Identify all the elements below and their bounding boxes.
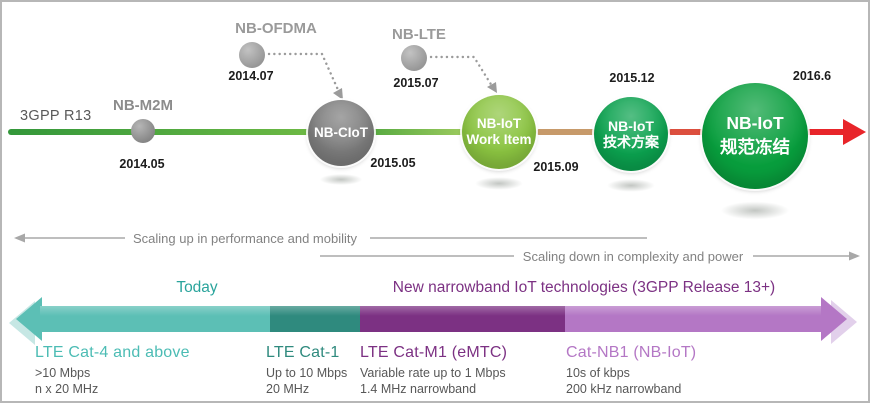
segment-detail-nb1-bandwidth: 200 kHz narrowband — [566, 382, 682, 396]
proposal-label-lte: NB-LTE — [392, 26, 446, 43]
band-segment-cat1 — [270, 306, 360, 332]
segment-detail-catm1-bandwidth: 1.4 MHz narrowband — [360, 382, 477, 396]
milestone-node-ciot: NB-CIoT — [308, 100, 374, 186]
date-ciot: 2015.05 — [370, 156, 416, 170]
segment-name-cat1: LTE Cat-1 — [266, 344, 340, 361]
proposal-dot-ofdma — [239, 42, 265, 68]
dotted-arrow-ofdma-to-ciot — [267, 52, 343, 100]
scaling-up-label: Scaling up in performance and mobility — [132, 231, 358, 246]
timeline-end-arrow — [808, 119, 866, 145]
new-tech-label: New narrowband IoT technologies (3GPP Re… — [392, 279, 776, 296]
date-spec-freeze: 2016.6 — [792, 69, 832, 83]
segment-name-nb1: Cat-NB1 (NB-IoT) — [566, 344, 697, 361]
timeline-segment-tan — [536, 129, 596, 135]
proposal-label-ofdma: NB-OFDMA — [235, 20, 317, 37]
node-spec-freeze-line1: NB-IoT — [726, 113, 784, 134]
timeline-segment-green — [8, 129, 310, 135]
segment-name-catm1: LTE Cat-M1 (eMTC) — [360, 344, 508, 361]
timeline-segment-red — [668, 129, 704, 135]
segment-group-nb1: Cat-NB1 (NB-IoT) 10s of kbps 200 kHz nar… — [566, 344, 696, 398]
milestone-node-spec-freeze: NB-IoT 规范冻结 — [702, 83, 808, 221]
node-work-item-line2: Work Item — [466, 132, 532, 147]
milestone-node-tech-plan: NB-IoT 技术方案 — [594, 97, 668, 194]
segment-detail-catm1-rate: Variable rate up to 1 Mbps — [360, 366, 506, 380]
band-segment-nb1 — [565, 306, 822, 332]
date-m2m: 2014.05 — [119, 157, 165, 171]
today-label: Today — [176, 279, 218, 296]
milestone-label-m2m: NB-M2M — [113, 97, 173, 114]
segment-detail-cat1-rate: Up to 10 Mbps — [266, 366, 348, 380]
segment-group-cat4: LTE Cat-4 and above >10 Mbps n x 20 MHz — [35, 344, 190, 398]
segment-name-cat4: LTE Cat-4 and above — [35, 344, 190, 361]
segment-group-catm1: LTE Cat-M1 (eMTC) Variable rate up to 1 … — [360, 344, 507, 398]
era-label: 3GPP R13 — [20, 108, 92, 124]
segment-detail-cat1-bandwidth: 20 MHz — [266, 382, 310, 396]
node-spec-freeze-line2: 规范冻结 — [720, 137, 790, 157]
date-work-item: 2015.09 — [533, 160, 579, 174]
segment-detail-cat4-rate: >10 Mbps — [35, 366, 91, 380]
milestone-node-work-item: NB-IoT Work Item — [462, 95, 536, 192]
proposal-dot-lte — [401, 45, 427, 71]
date-lte: 2015.07 — [393, 76, 439, 90]
date-ofdma: 2014.07 — [228, 69, 274, 83]
node-ciot-label: NB-CIoT — [314, 125, 368, 141]
scaling-down-label: Scaling down in complexity and power — [522, 249, 744, 264]
timeline-segment-green-2 — [372, 129, 464, 135]
segment-group-cat1: LTE Cat-1 Up to 10 Mbps 20 MHz — [266, 344, 347, 398]
node-tech-plan-line1: NB-IoT — [608, 117, 654, 134]
segment-detail-nb1-rate: 10s of kbps — [566, 366, 630, 380]
segment-detail-cat4-bandwidth: n x 20 MHz — [35, 382, 99, 396]
date-tech-plan: 2015.12 — [609, 71, 655, 85]
node-tech-plan-line2: 技术方案 — [603, 134, 659, 150]
band-segment-catm1 — [360, 306, 565, 332]
band-segment-cat4 — [40, 306, 270, 332]
milestone-dot-m2m — [131, 119, 155, 143]
dotted-arrow-lte-to-work-item — [429, 55, 497, 93]
node-work-item-line1: NB-IoT — [476, 116, 522, 132]
